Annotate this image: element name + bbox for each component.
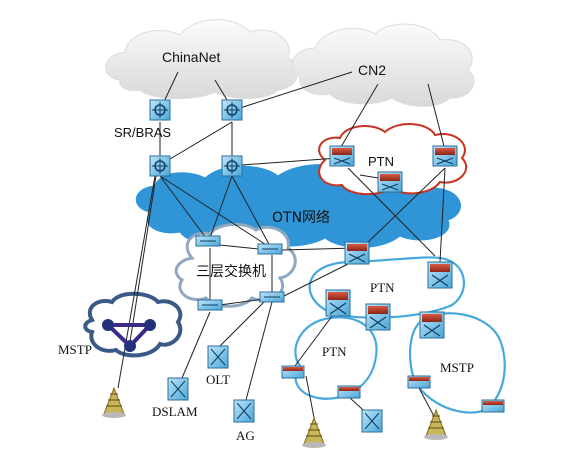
access-device-icon — [281, 365, 305, 379]
ptn-left-label: PTN — [322, 344, 347, 359]
dslam-label: DSLAM — [152, 404, 198, 419]
cn2-label: CN2 — [358, 62, 386, 78]
switch-device-icon — [195, 235, 221, 247]
base-station-icon — [302, 416, 326, 448]
ring-ptn-left — [294, 316, 378, 400]
ptn-device-icon — [427, 261, 453, 289]
network-links — [117, 71, 446, 429]
ptn-device-icon — [329, 145, 355, 167]
switch-device-icon — [259, 291, 285, 303]
base-station-icon — [424, 408, 448, 440]
mstp-right-label: MSTP — [440, 360, 474, 375]
ptn-device-icon — [432, 145, 458, 167]
router-icon — [149, 155, 171, 177]
mstp-triangle — [102, 319, 156, 352]
ring-ptn-mid — [308, 256, 465, 319]
access-device-icon — [481, 399, 505, 413]
ptn-mid-label: PTN — [370, 280, 395, 295]
ptn-device-icon — [344, 241, 370, 265]
ag-label: AG — [236, 428, 255, 443]
access-device-icon — [337, 385, 361, 399]
router-icon — [221, 155, 243, 177]
ring-mstp-right — [409, 312, 506, 414]
l3-switch-label: 三层交换机 — [196, 263, 266, 280]
access-device-icon — [407, 375, 431, 389]
ag-device-icon — [233, 399, 255, 423]
blue-rings — [294, 256, 506, 414]
olt-label: OLT — [206, 372, 230, 387]
router-icon — [149, 99, 171, 121]
sr-bras-label: SR/BRAS — [114, 125, 171, 140]
switch-device-icon — [197, 299, 223, 311]
ptn-device-icon — [377, 171, 403, 193]
chinanet-cloud — [105, 19, 299, 99]
ptn-device-icon — [365, 303, 391, 331]
terminal-device-icon — [361, 409, 383, 433]
chinanet-label: ChinaNet — [162, 49, 220, 65]
olt-device-icon — [207, 345, 229, 369]
otn-label: OTN网络 — [272, 210, 330, 226]
router-icon — [221, 99, 243, 121]
base-station-icon — [102, 386, 126, 418]
dslam-device-icon — [167, 377, 189, 401]
ptn-device-icon — [419, 311, 445, 339]
mstp-left-label: MSTP — [58, 342, 92, 357]
ptn-device-icon — [325, 289, 351, 317]
ptn-top-label: PTN — [368, 154, 394, 169]
switch-device-icon — [257, 243, 283, 255]
